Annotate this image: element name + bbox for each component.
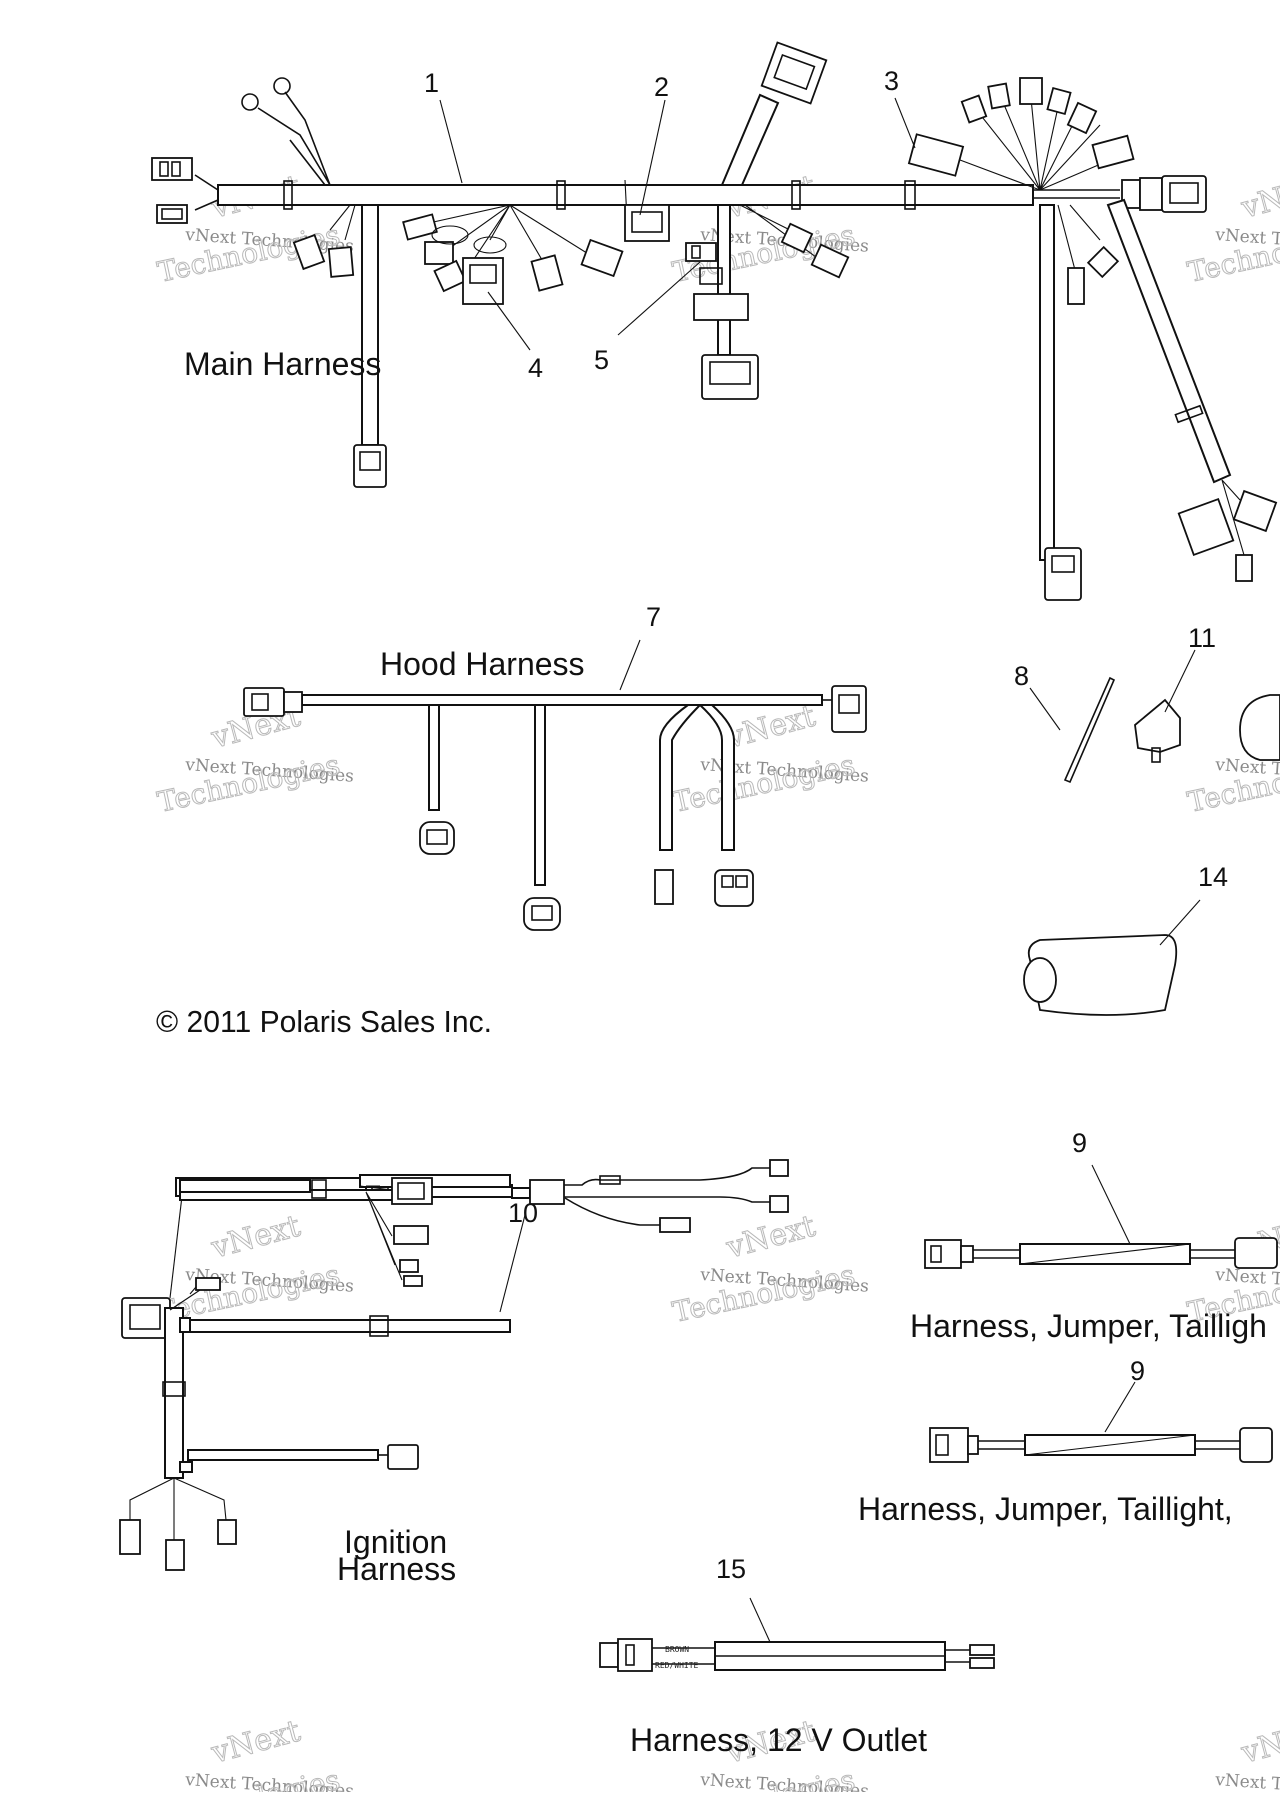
callout-15: 15 (716, 1554, 746, 1584)
ignition-harness-title-line1: Ignition (344, 1524, 447, 1560)
callout-5: 5 (594, 345, 609, 375)
jumper-harness-drawings (924, 1164, 1278, 1463)
callout-3: 3 (884, 66, 899, 96)
main-harness-title: Main Harness (184, 346, 381, 382)
callout-14: 14 (1198, 862, 1228, 892)
jumper-harness-title-2: Harness, Jumper, Taillight, (858, 1491, 1233, 1527)
hood-harness-title: Hood Harness (380, 646, 585, 682)
callout-10: 10 (508, 1198, 538, 1228)
small-parts-drawing (1023, 649, 1280, 1016)
callout-8: 8 (1014, 661, 1029, 691)
callout-4: 4 (528, 353, 543, 383)
hood-harness-drawing (243, 639, 867, 931)
outlet-harness-drawing (599, 1597, 995, 1672)
callout-11: 11 (1188, 623, 1216, 653)
jumper-harness-title-1: Harness, Jumper, Tailligh (910, 1308, 1267, 1344)
wire-label-red-white: RED/WHITE (655, 1661, 699, 1670)
main-harness-drawing (151, 41, 1278, 601)
ignition-harness-drawing (119, 1159, 789, 1571)
watermark-vnext: vNext (207, 1209, 304, 1266)
callout-2: 2 (654, 72, 669, 102)
ignition-harness-title-line2: Harness (337, 1551, 456, 1587)
callout-1: 1 (424, 68, 439, 98)
outlet-harness-title: Harness, 12 V Outlet (630, 1722, 927, 1758)
watermark-vnext: vNext (1237, 169, 1280, 226)
callout-7: 7 (646, 602, 661, 632)
callout-9-top: 9 (1072, 1128, 1087, 1158)
watermark-vnext: vNext (207, 1714, 304, 1771)
copyright: © 2011 Polaris Sales Inc. (156, 1004, 492, 1039)
watermark-vnext: vNext (722, 699, 819, 756)
watermark-vnext: vNext (722, 1209, 819, 1266)
watermark-vnext: vNext (1237, 1714, 1280, 1771)
callout-9-bottom: 9 (1130, 1356, 1145, 1386)
wire-label-brown: BROWN (665, 1645, 689, 1654)
